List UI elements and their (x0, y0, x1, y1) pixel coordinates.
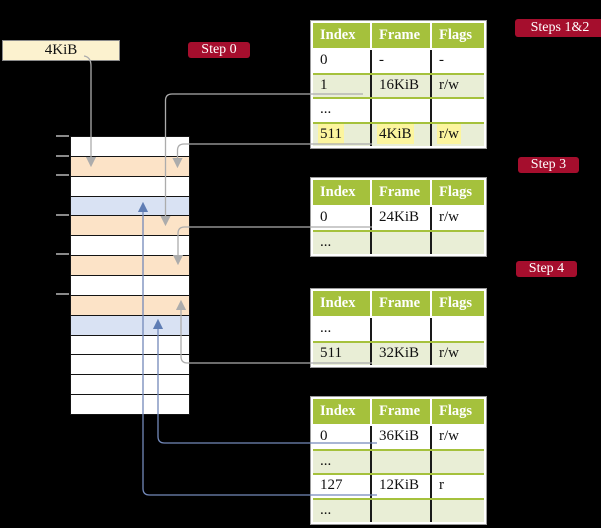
col-header-frame: Frame (370, 23, 430, 48)
memory-row (71, 156, 189, 177)
step3-badge: Step 3 (518, 157, 579, 173)
col-header-flags: Flags (430, 23, 484, 48)
table-row: 0 36KiB r/w (313, 424, 484, 449)
cell-frame (370, 499, 430, 522)
memory-row (71, 256, 189, 277)
cell-frame: 16KiB (370, 74, 430, 97)
cell-frame (370, 450, 430, 473)
table-row: ... (313, 316, 484, 341)
col-header-frame: Frame (370, 291, 430, 316)
steps-1-2-badge: Steps 1&2 (515, 19, 601, 37)
memory-row (71, 335, 189, 356)
cell-frame (370, 231, 430, 254)
tick-mark (56, 214, 69, 216)
col-header-frame: Frame (370, 399, 430, 424)
tick-mark (56, 293, 69, 295)
memory-row (71, 355, 189, 376)
table-row: ... (313, 97, 484, 122)
cell-frame (370, 99, 430, 122)
page-table-steps-1-2: Index Frame Flags 0 - - 1 16KiB r/w ... (310, 20, 487, 149)
cell-index: 127 (320, 477, 343, 493)
table-row: 0 24KiB r/w (313, 205, 484, 230)
cell-flags (430, 318, 484, 341)
cell-flags (430, 231, 484, 254)
cell-index: 0 (320, 209, 328, 225)
tick-mark (56, 155, 69, 157)
table-row: 511 4KiB r/w (313, 121, 484, 146)
cell-flags: r/w (430, 342, 484, 365)
memory-stack (70, 136, 190, 415)
cell-frame: 24KiB (370, 207, 430, 230)
cell-index: 511 (320, 125, 342, 142)
cell-index: ... (320, 101, 332, 117)
cell-index: 511 (320, 344, 342, 361)
table-header: Index Frame Flags (313, 399, 484, 424)
memory-row (71, 315, 189, 336)
cell-flags (430, 99, 484, 122)
cell-frame: 36KiB (370, 426, 430, 449)
cell-flags: r (430, 475, 484, 498)
cell-index: 0 (320, 428, 328, 444)
table-row: 511 32KiB r/w (313, 340, 484, 365)
col-header-frame: Frame (370, 180, 430, 205)
col-header-flags: Flags (430, 399, 484, 424)
tick-mark (56, 174, 69, 176)
step0-badge: Step 0 (188, 42, 250, 58)
col-header-index: Index (320, 184, 356, 200)
frame-size-label: 4KiB (2, 40, 120, 61)
memory-row (71, 196, 189, 217)
page-table-step-3: Index Frame Flags 0 24KiB r/w ... (310, 177, 487, 257)
col-header-index: Index (320, 295, 356, 311)
memory-row (71, 216, 189, 237)
cell-flags (430, 450, 484, 473)
col-header-index: Index (320, 403, 356, 419)
cell-frame: 32KiB (370, 342, 430, 365)
memory-row (71, 236, 189, 257)
cell-index: ... (320, 452, 332, 469)
cell-flags: r/w (430, 426, 484, 449)
cell-frame: 4KiB (370, 123, 430, 146)
table-header: Index Frame Flags (313, 180, 484, 205)
memory-row (71, 137, 189, 157)
cell-index: 0 (320, 52, 328, 68)
cell-index: ... (320, 233, 332, 250)
memory-row (71, 295, 189, 316)
table-row: 127 12KiB r (313, 473, 484, 498)
col-header-flags: Flags (430, 291, 484, 316)
cell-frame: 12KiB (370, 475, 430, 498)
table-row: 1 16KiB r/w (313, 72, 484, 97)
table-row: 0 - - (313, 48, 484, 73)
cell-flags: r/w (430, 123, 484, 146)
cell-flags (430, 499, 484, 522)
page-table-step-4: Index Frame Flags ... 511 32KiB r/w (310, 288, 487, 368)
table-row: ... (313, 497, 484, 522)
table-header: Index Frame Flags (313, 23, 484, 48)
memory-row (71, 375, 189, 396)
col-header-index: Index (320, 27, 356, 43)
cell-index: ... (320, 501, 332, 518)
cell-flags: - (430, 50, 484, 73)
tick-mark (56, 135, 69, 137)
table-row: ... (313, 229, 484, 254)
tick-mark (56, 253, 69, 255)
cell-frame (370, 318, 430, 341)
cell-flags: r/w (430, 207, 484, 230)
cell-index: ... (320, 320, 332, 336)
step4-badge: Step 4 (516, 261, 577, 277)
page-table-final: Index Frame Flags 0 36KiB r/w ... 127 12… (310, 396, 487, 525)
col-header-flags: Flags (430, 180, 484, 205)
memory-row (71, 276, 189, 296)
table-header: Index Frame Flags (313, 291, 484, 316)
memory-row (71, 395, 189, 415)
cell-flags: r/w (430, 74, 484, 97)
table-row: ... (313, 448, 484, 473)
cell-frame: - (370, 50, 430, 73)
memory-row (71, 176, 189, 197)
cell-index: 1 (320, 76, 328, 93)
